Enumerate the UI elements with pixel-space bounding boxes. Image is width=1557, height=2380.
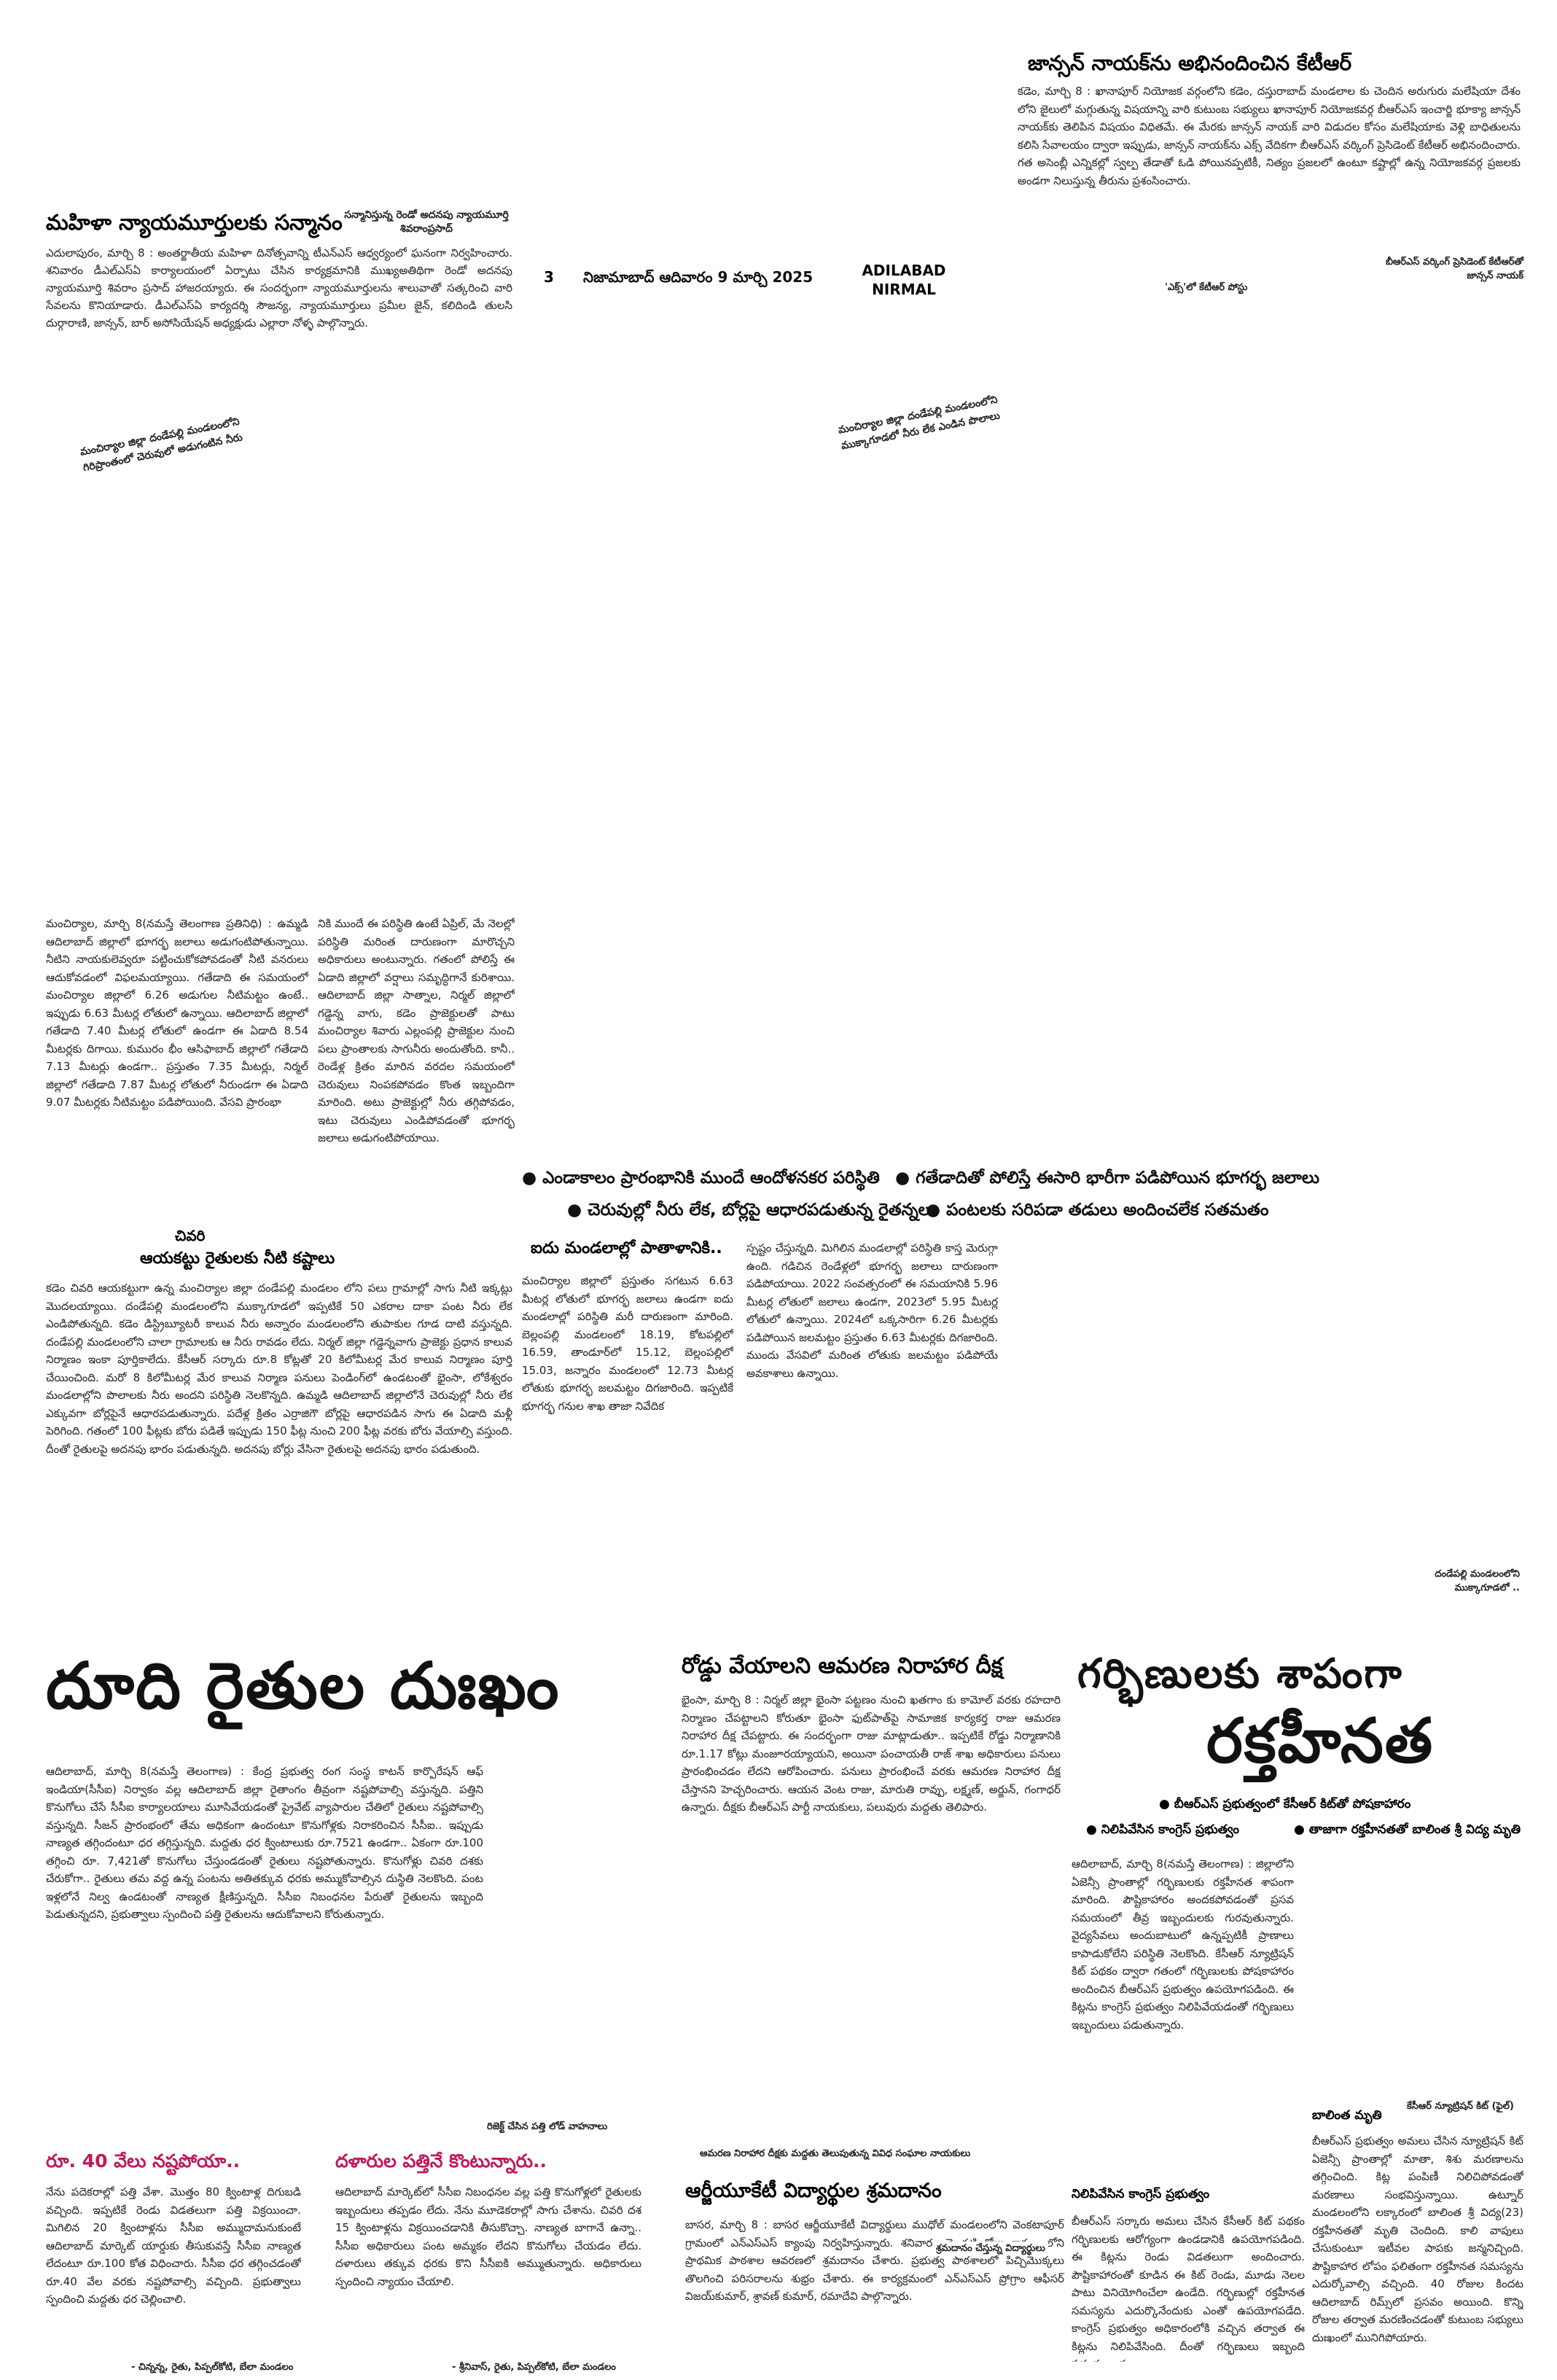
groundwater-col-3: మంచిర్యాల జిల్లాలో ప్రస్తుతం సగటున 6.63 …	[522, 1274, 733, 1413]
photo-caption-right: దండేపల్లి మండలంలోని ముక్కాగూడలో ..	[1352, 1567, 1520, 1595]
anemia-bullet-1: ● బీఆర్ఎస్ ప్రభుత్వంలో కేసీఆర్ కిట్‌తో ప…	[1159, 1797, 1411, 1811]
rgukt-body: బాసర, మార్చి 8 : బాసర ఆర్జీయూకేటీ విద్యా…	[685, 2218, 1064, 2303]
groundwater-bullet-4: ● పంటలకు సరిపడా తడులు అందించలేక సతమతం	[926, 1201, 1269, 1220]
ktr-caption: బీఆర్ఎస్ వర్కింగ్ ప్రెసిడెంట్ కేటీఆర్‌తో…	[1370, 255, 1523, 283]
anemia-bullet-2: ● నిలిపివేసిన కాంగ్రెస్ ప్రభుత్వం	[1086, 1822, 1239, 1837]
milk-sub2-body: ఆదిలాబాద్ మార్కెట్‌లో సీసీఐ నిబంధనల వల్ల…	[335, 2185, 641, 2288]
groundwater-subhead: ఐదు మండలాల్లో పాతాళానికి..	[531, 1239, 722, 1257]
judges-photo-caption: సన్మానిస్తున్న రెండో అదనపు న్యాయమూర్తి శ…	[344, 209, 509, 235]
judges-headline: మహిళా న్యాయమూర్తులకు సన్మానం	[46, 210, 343, 235]
photo-caption-left: మంచిర్యాల జిల్లా దండేపల్లి మండలంలోని గిర…	[79, 415, 244, 475]
judges-body: ఎదులాపురం, మార్చి 8 : అంతర్జాతీయ మహిళా ద…	[46, 246, 512, 329]
anemia-side-body: బీఆర్ఎస్ ప్రభుత్వం అమలు చేసిన న్యూట్రిషన…	[1312, 2134, 1523, 2344]
groundwater-bullet-1: ● ఎండాకాలం ప్రారంభానికి ముందే ఆందోళనకర ప…	[522, 1168, 880, 1187]
groundwater-bullet-3: ● చెరువుల్లో నీరు లేక, బోర్లపై ఆధారపడుతు…	[567, 1201, 936, 1220]
edition-line-2: NIRMAL	[872, 281, 936, 298]
photo-caption-right-1: దండేపల్లి మండలంలోని	[1435, 1569, 1520, 1580]
date-line: నిజామాబాద్ ఆదివారం 9 మార్చి 2025	[583, 268, 813, 286]
milk-sub1-body: నేను పదెకరాల్లో పత్తి వేశా. మొత్తం 80 క్…	[46, 2185, 301, 2306]
milk-sub1-sig: - చిన్నన్న, రైతు, పిప్పల్‌కోటి, బేలా మండ…	[131, 2362, 294, 2373]
milk-sub2-title: దళారుల పత్తినే కొంటున్నారు..	[335, 2150, 547, 2172]
page-number: 3	[544, 268, 554, 286]
tail-body: కడెం చివరి ఆయకట్టుగా ఉన్న మంచిర్యాల జిల్…	[46, 1281, 512, 1456]
road-caption: ఆమరణ నిరాహార దీక్షకు మద్దతు తెలుపుతున్న …	[700, 2148, 971, 2159]
anemia-body: ఆదిలాబాద్, మార్చి 8(నమస్తే తెలంగాణ) : జి…	[1072, 1857, 1294, 2032]
road-headline: రోడ్డు వేయాలని ఆమరణ నిరాహార దీక్ష	[682, 1653, 1003, 1679]
ktr-body: కడెం, మార్చి 8 : ఖానాపూర్ నియోజక వర్గంలో…	[1018, 85, 1521, 187]
tail-kicker: చివరి	[175, 1227, 206, 1244]
anemia-subheading: నిలిపివేసిన కాంగ్రెస్ ప్రభుత్వం	[1072, 2187, 1210, 2201]
groundwater-col-1: మంచిర్యాల, మార్చి 8(నమస్తే తెలంగాణ ప్రతి…	[46, 917, 308, 1109]
anemia-bullet-3: ● తాజాగా రక్తహీనతతో బాలింత శ్రీ విద్య మృ…	[1294, 1822, 1521, 1837]
milk-headline: దూది రైతుల దుఃఖం	[46, 1648, 561, 1723]
anemia-headline-1: గర్భిణులకు శాపంగా	[1077, 1650, 1403, 1698]
anemia-headline-2: రక్తహీనత	[1206, 1705, 1435, 1776]
groundwater-col-2: నికి ముందే ఈ పరిస్థితి ఉంటే ఏప్రిల్, మే …	[318, 917, 515, 1144]
anemia-side-caption-2: బాలింత మృతి	[1312, 2108, 1382, 2123]
ktr-caption-x: 'ఎక్స్'లో కేటీఆర్ పోస్టు	[1160, 281, 1252, 294]
edition-line-1: ADILABAD	[862, 262, 946, 279]
milk-body: ఆదిలాబాద్, మార్చి 8(నమస్తే తెలంగాణ) : కే…	[46, 1765, 483, 1921]
tail-title: ఆయకట్టు రైతులకు నీటి కష్టాలు	[140, 1249, 335, 1268]
photo-caption-right-2: ముక్కాగూడలో ..	[1454, 1583, 1520, 1593]
groundwater-bullet-2: ● గతేడాదితో పోలిస్తే ఈసారి భారీగా పడిపోయ…	[895, 1168, 1320, 1187]
road-body: భైంసా, మార్చి 8 : నిర్మల్ జిల్లా భైంసా ప…	[682, 1693, 1061, 1814]
rgukt-headline: ఆర్జీయూకేటీ విద్యార్థుల శ్రమదానం	[685, 2180, 942, 2202]
milk-sub2-sig: - శ్రీనివాస్, రైతు, పిప్పల్‌కోటి, బేలా మ…	[452, 2362, 616, 2373]
milk-photo-caption: రిజెక్ట్ చేసిన పత్తి లోడ్ వాహనాలు	[487, 2121, 608, 2132]
rgukt-caption: శ్రమదానం చేస్తున్న విద్యార్థులు	[933, 2242, 1048, 2255]
anemia-side-caption-1: కేసీఆర్ న్యూట్రిషన్ కిట్ (ఫైల్)	[1407, 2101, 1514, 2112]
photo-caption-center: మంచిర్యాల జిల్లా దండేపల్లి మండలంలోని ముక…	[837, 394, 1002, 453]
edition-label: ADILABAD NIRMAL	[860, 261, 948, 299]
milk-sub1-title: రూ. 40 వేలు నష్టపోయా..	[46, 2150, 241, 2172]
anemia-body-2: బీఆర్ఎస్ సర్కారు అమలు చేసిన కేసీఆర్ కిట్…	[1072, 2215, 1305, 2362]
groundwater-col-4: స్పష్టం చేస్తున్నది. మిగిలిన మండలాల్లో ప…	[746, 1241, 998, 1380]
ktr-headline: జాన్సన్ నాయక్‌ను అభినందించిన కేటీఆర్	[1028, 51, 1352, 75]
